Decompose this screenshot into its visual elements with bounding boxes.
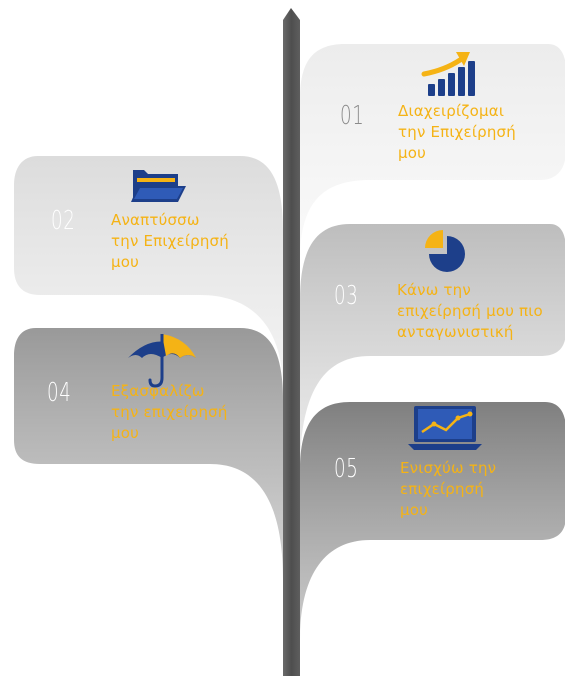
folder-icon	[131, 170, 186, 202]
bar-chart-growth-icon	[421, 52, 475, 96]
step-number-01: 01	[340, 101, 365, 131]
laptop-chart-icon	[408, 406, 482, 450]
step-number-03: 03	[334, 281, 359, 311]
step-label-03: Κάνω την επιχείρησή μου πιο ανταγωνιστικ…	[397, 281, 543, 341]
panel-step-01	[300, 44, 565, 260]
step-label-02: Αναπτύσσω την Επιχείρησή μου	[111, 211, 229, 271]
step-label-04: Εξασφαλίζω την επιχείρησή μου	[111, 382, 228, 442]
step-number-04: 04	[47, 378, 72, 408]
step-number-05: 05	[334, 454, 359, 484]
panel-step-05	[300, 402, 565, 640]
panel-step-04	[14, 328, 283, 580]
panel-step-02	[14, 156, 283, 390]
step-label-05: Ενισχύω την επιχείρησή μου	[400, 459, 497, 519]
timeline-stem	[283, 8, 300, 676]
umbrella-icon	[128, 334, 196, 388]
step-number-02: 02	[51, 206, 76, 236]
step-label-01: Διαχειρίζομαι την Επιχείρησή μου	[398, 102, 516, 162]
panel-step-03	[300, 224, 565, 470]
pie-chart-icon	[425, 230, 465, 272]
